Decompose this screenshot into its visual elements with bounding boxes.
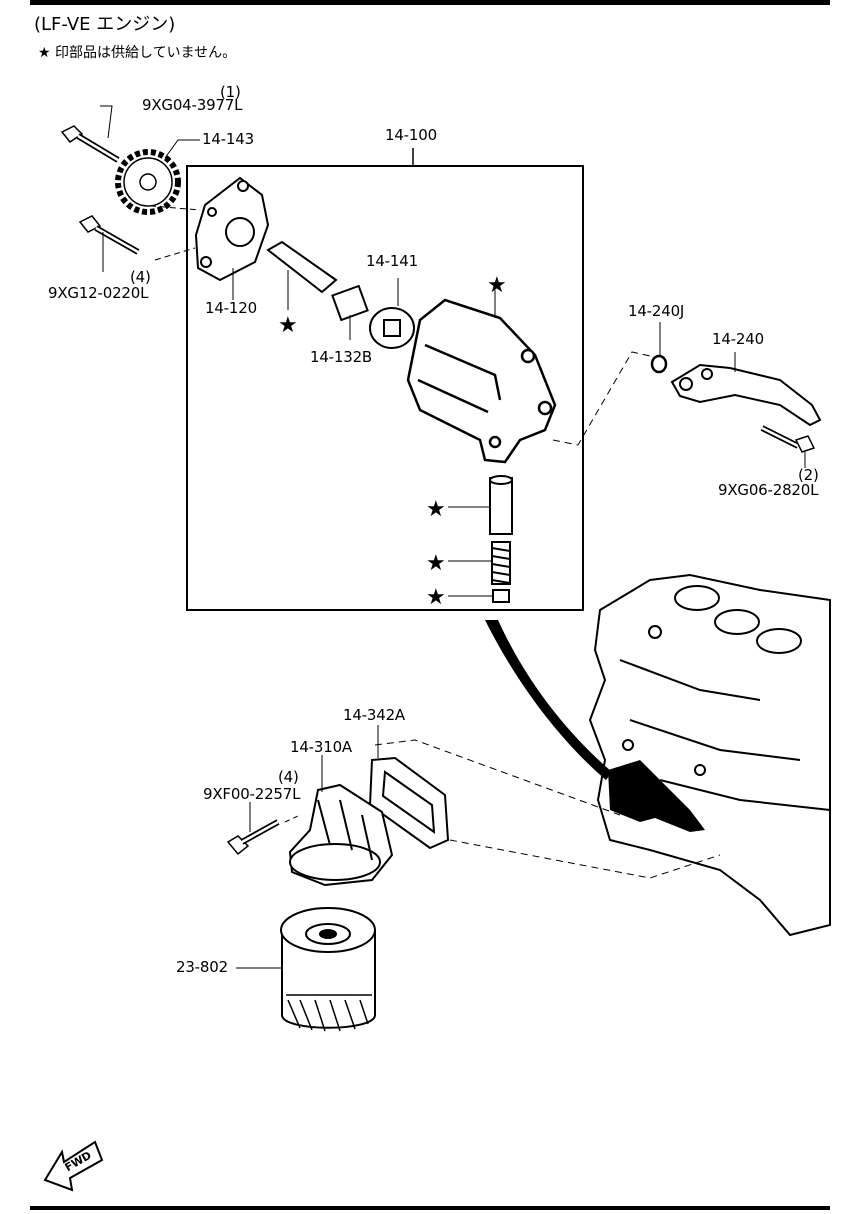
bolt-9xg12-qty: (4) bbox=[130, 268, 151, 286]
o-ring bbox=[650, 354, 668, 374]
bottom-border bbox=[30, 1206, 830, 1210]
svg-text:★: ★ bbox=[426, 551, 446, 576]
bolt-9xf00-label: 9XF00-2257L bbox=[203, 785, 301, 803]
bolt-9xg06 bbox=[760, 425, 816, 453]
bolt-9xg04-label: 9XG04-3977L bbox=[142, 96, 243, 114]
svg-text:★: ★ bbox=[426, 585, 446, 610]
oil-pipe bbox=[670, 363, 822, 427]
engine-block bbox=[588, 573, 831, 937]
rotor bbox=[369, 307, 415, 349]
not-supplied-note: ★ 印部品は供給していません。 bbox=[38, 45, 237, 61]
relief-spring bbox=[491, 541, 511, 585]
gasket bbox=[368, 756, 450, 850]
bolt-9xg06-label: 9XG06-2820L bbox=[718, 481, 819, 499]
oil-pump-mount bbox=[608, 760, 705, 832]
cover-label: 14-120 bbox=[205, 299, 257, 317]
not-supplied-star-icon: ★ ★ ★ ★ ★ bbox=[278, 273, 507, 610]
filter-body-label: 14-310A bbox=[290, 738, 352, 756]
o-ring-label: 14-240J bbox=[628, 302, 685, 320]
filter-label: 23-802 bbox=[176, 958, 228, 976]
bolt-9xf00-qty: (4) bbox=[278, 768, 299, 786]
location-arrow bbox=[485, 620, 612, 780]
coupling bbox=[331, 284, 369, 322]
bolt-9xg12 bbox=[78, 215, 140, 255]
bolt-9xg04 bbox=[60, 125, 120, 163]
bolt-9xg06-qty: (2) bbox=[798, 466, 819, 484]
relief-plug bbox=[492, 589, 510, 603]
fwd-arrow-icon bbox=[43, 1140, 104, 1192]
pump-body bbox=[406, 298, 557, 464]
pipe-label: 14-240 bbox=[712, 330, 764, 348]
sprocket-label: 14-143 bbox=[202, 130, 254, 148]
oil-filter bbox=[280, 907, 376, 1032]
oil-filter-body bbox=[288, 783, 394, 887]
oil-pump-assembly-box bbox=[186, 165, 584, 611]
pump-cover bbox=[194, 176, 270, 282]
rotor-label: 14-141 bbox=[366, 252, 418, 270]
bolt-9xg12-label: 9XG12-0220L bbox=[48, 284, 149, 302]
coupling-label: 14-132B bbox=[310, 348, 373, 366]
top-border bbox=[30, 0, 830, 5]
svg-text:★: ★ bbox=[487, 273, 507, 298]
pump-assy-label: 14-100 bbox=[385, 126, 437, 144]
bolt-9xf00 bbox=[226, 819, 280, 856]
engine-title: (LF-VE エンジン) bbox=[34, 14, 176, 35]
svg-text:★: ★ bbox=[426, 497, 446, 522]
bolt-9xg04-qty: (1) bbox=[220, 83, 241, 101]
pump-shaft bbox=[266, 240, 338, 294]
sprocket bbox=[115, 149, 181, 215]
gasket-label: 14-342A bbox=[343, 706, 405, 724]
svg-text:★: ★ bbox=[278, 313, 298, 338]
relief-plunger bbox=[489, 475, 513, 535]
